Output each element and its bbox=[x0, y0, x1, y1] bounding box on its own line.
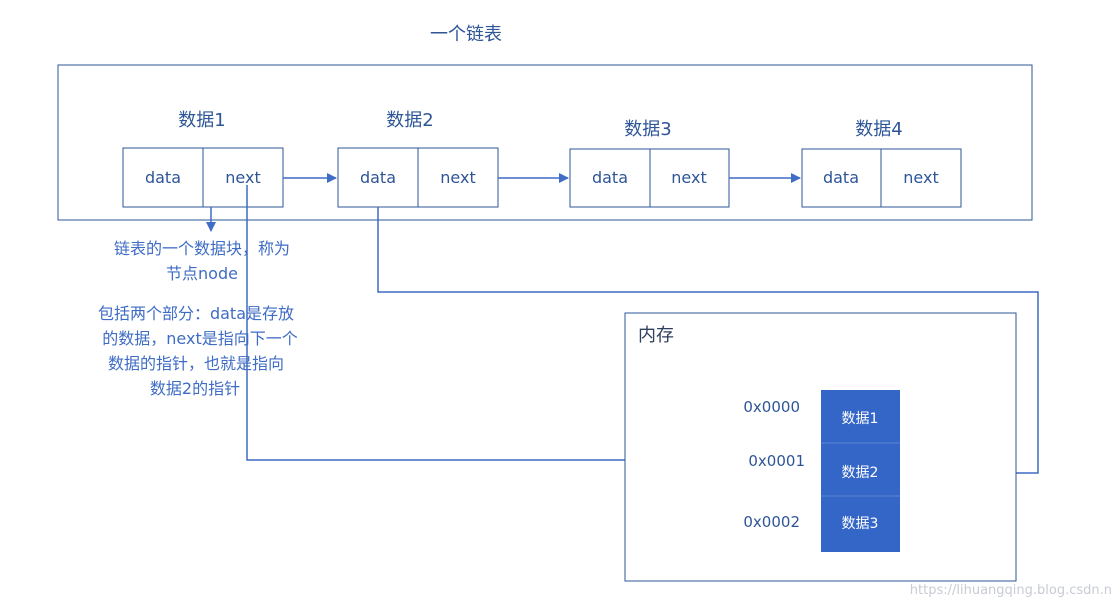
memory-row-0: 0x0000 数据1 bbox=[743, 390, 900, 443]
memory-title: 内存 bbox=[638, 325, 674, 346]
node-label-2: 数据2 bbox=[386, 110, 433, 131]
memory-cell-1 bbox=[821, 443, 900, 496]
note-parts-line-4: 数据2的指针 bbox=[150, 379, 240, 398]
note-node-line-2: 节点node bbox=[166, 264, 238, 283]
memory-row-2: 0x0002 数据3 bbox=[743, 496, 900, 552]
memory-cell-0 bbox=[821, 390, 900, 443]
list-node-4: 数据4 data next bbox=[801, 119, 962, 208]
list-node-3: 数据3 data next bbox=[569, 119, 730, 208]
data-text-3: data bbox=[592, 168, 628, 187]
data-text-4: data bbox=[823, 168, 859, 187]
memory-value-0: 数据1 bbox=[842, 411, 879, 427]
pointer-next-to-memory bbox=[246, 185, 737, 465]
next-text-2: next bbox=[440, 168, 475, 187]
data-text-2: data bbox=[360, 168, 396, 187]
node-label-1: 数据1 bbox=[178, 110, 225, 131]
node-label-4: 数据4 bbox=[855, 119, 902, 140]
memory-row-1: 0x0001 数据2 bbox=[748, 443, 900, 496]
next-text-3: next bbox=[671, 168, 706, 187]
node-label-3: 数据3 bbox=[624, 119, 671, 140]
diagram-title: 一个链表 bbox=[430, 24, 502, 45]
note-parts-line-1: 包括两个部分：data是存放 bbox=[98, 304, 294, 323]
memory-value-1: 数据2 bbox=[842, 465, 879, 481]
memory-address-1: 0x0001 bbox=[748, 452, 805, 470]
memory-container bbox=[624, 312, 1017, 582]
memory-address-0: 0x0000 bbox=[743, 398, 800, 416]
data-cell-1 bbox=[122, 147, 204, 208]
note-parts-line-3: 数据的指针，也就是指向 bbox=[108, 354, 284, 373]
memory-address-2: 0x0002 bbox=[743, 513, 800, 531]
next-cell-4 bbox=[880, 148, 962, 208]
next-text-1: next bbox=[225, 168, 260, 187]
next-cell-2 bbox=[417, 147, 499, 208]
next-text-4: next bbox=[903, 168, 938, 187]
note-parts-line-2: 的数据，next是指向下一个 bbox=[102, 329, 297, 348]
list-node-2: 数据2 data next bbox=[337, 110, 499, 208]
memory-cell-2 bbox=[821, 496, 900, 552]
next-cell-3 bbox=[649, 148, 730, 208]
note-node-line-1: 链表的一个数据块，称为 bbox=[114, 239, 290, 258]
watermark: https://lihuangqing.blog.csdn.n bbox=[910, 583, 1112, 598]
memory-value-2: 数据3 bbox=[842, 516, 879, 532]
data-text-1: data bbox=[145, 168, 181, 187]
data-cell-3 bbox=[569, 148, 651, 208]
